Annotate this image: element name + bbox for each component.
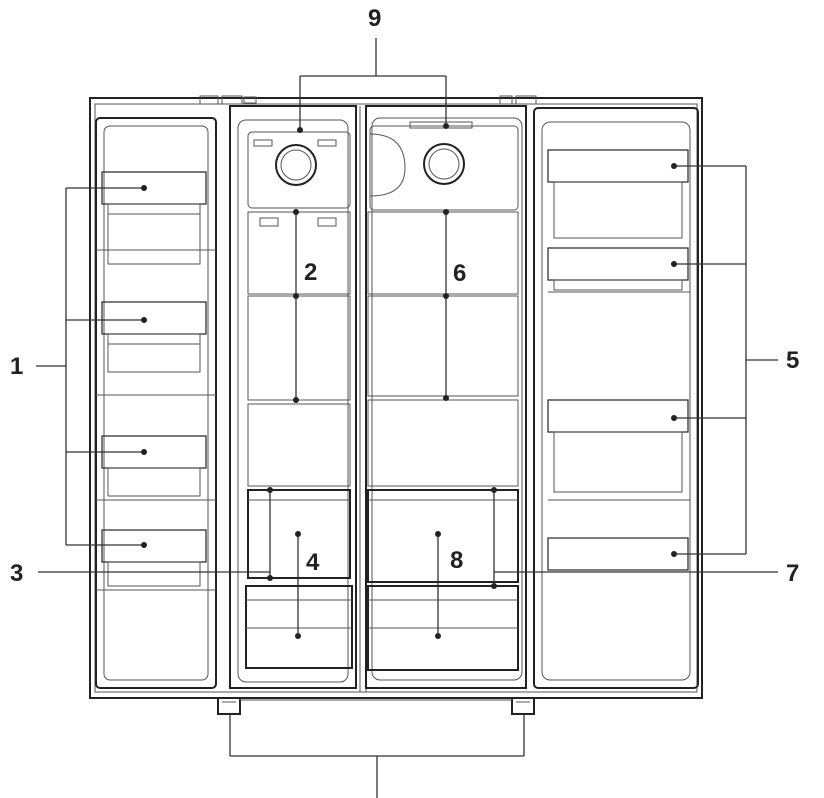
right-door-bin xyxy=(547,399,689,493)
callout-3-label: 3 xyxy=(10,560,23,587)
leader-3 xyxy=(38,487,273,581)
left-door xyxy=(95,117,217,689)
callout-8-label: 8 xyxy=(450,547,463,574)
callout-7-label: 7 xyxy=(786,560,799,587)
right-door xyxy=(533,107,699,689)
leader-1 xyxy=(36,185,147,548)
freezer-compartment xyxy=(229,105,357,689)
fridge-air-duct xyxy=(369,125,519,211)
freezer-drawer-upper xyxy=(247,489,351,579)
leader-9 xyxy=(297,38,449,133)
leader-5 xyxy=(671,163,778,557)
leader-2 xyxy=(293,209,299,403)
callout-9-label: 9 xyxy=(368,5,381,32)
callout-1-label: 1 xyxy=(10,353,23,380)
freezer-shelf xyxy=(247,211,351,295)
leader-feet xyxy=(229,714,525,798)
callout-2-label: 2 xyxy=(304,259,317,286)
freezer-shelf xyxy=(247,295,351,401)
leader-7 xyxy=(491,487,778,589)
fridge-shelf xyxy=(367,211,519,295)
left-door-bin xyxy=(101,435,207,497)
right-door-bin xyxy=(547,537,689,571)
fridge-shelf xyxy=(367,399,519,487)
left-door-bin xyxy=(101,301,207,373)
leader-6 xyxy=(443,209,449,401)
right-door-bin xyxy=(547,247,689,291)
callout-5-label: 5 xyxy=(786,347,799,374)
fridge-crisper-upper xyxy=(367,489,519,583)
right-door-bins xyxy=(547,149,689,571)
freezer-fan-icon xyxy=(275,144,317,186)
left-door-bin xyxy=(101,529,207,587)
leader-4 xyxy=(295,531,301,639)
fridge-fan-icon xyxy=(423,143,465,185)
left-door-bins xyxy=(101,171,207,587)
freezer-shelf xyxy=(247,403,351,487)
callout-6-label: 6 xyxy=(453,260,466,287)
freezer-drawer-lower xyxy=(245,585,353,669)
callout-4-label: 4 xyxy=(306,549,320,576)
freezer-ice-maker xyxy=(247,131,351,209)
leader-8 xyxy=(435,531,441,639)
fridge-cabinet xyxy=(89,95,703,715)
right-door-bin xyxy=(547,149,689,239)
fridge-shelf xyxy=(367,295,519,397)
